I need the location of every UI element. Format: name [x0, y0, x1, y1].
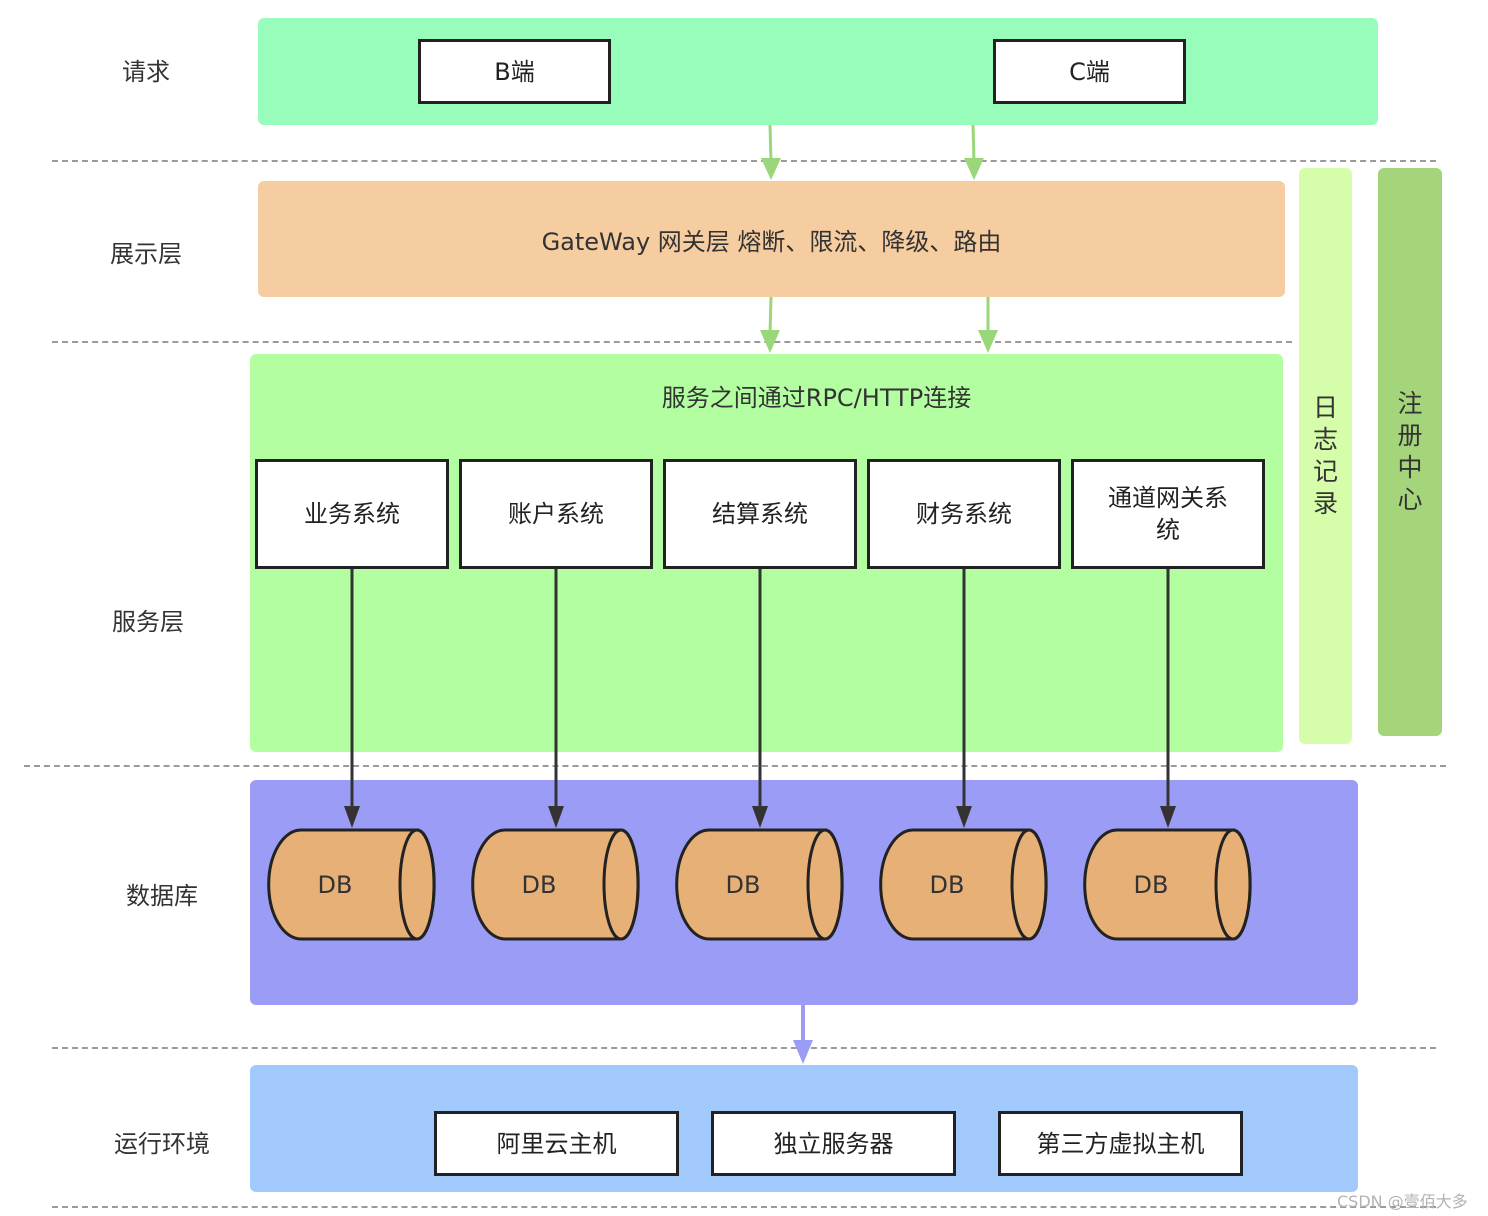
db-label-5: DB [1134, 871, 1169, 899]
db-cylinder-3[interactable]: DB [675, 828, 844, 941]
layer-label-request: 请求 [122, 58, 170, 86]
registry-char: 册 [1397, 421, 1423, 450]
arrow-database-to-runtime [793, 1005, 813, 1064]
log-char: 录 [1312, 489, 1338, 518]
arrow-service-to-db-5 [1160, 569, 1176, 828]
runtime-third-party-vm[interactable]: 第三方虚拟主机 [998, 1111, 1243, 1176]
separator-2 [52, 341, 1292, 343]
log-char: 志 [1312, 425, 1338, 454]
log-char: 日 [1312, 393, 1338, 422]
arrow-request-to-gateway-2 [964, 124, 984, 180]
db-cylinder-1[interactable]: DB [267, 828, 436, 941]
arrow-gateway-to-service-2 [978, 297, 998, 353]
log-panel[interactable]: 日 志 记 录 [1299, 168, 1352, 744]
watermark: CSDN @壹佰大多 [1337, 1192, 1468, 1211]
layer-label-database: 数据库 [126, 882, 198, 910]
separator-3 [24, 765, 1446, 767]
service-finance[interactable]: 财务系统 [867, 459, 1061, 569]
arrow-service-to-db-3 [752, 569, 768, 828]
arrow-request-to-gateway-1 [761, 124, 781, 180]
b-end-box[interactable]: B端 [418, 39, 611, 104]
db-cylinder-2[interactable]: DB [471, 828, 640, 941]
registry-char: 注 [1397, 389, 1423, 418]
registry-char: 中 [1397, 453, 1423, 482]
db-cylinder-4[interactable]: DB [879, 828, 1048, 941]
db-label-1: DB [318, 871, 353, 899]
arrow-service-to-db-1 [344, 569, 360, 828]
db-label-2: DB [522, 871, 557, 899]
service-settlement[interactable]: 结算系统 [663, 459, 857, 569]
separator-5 [52, 1206, 1436, 1208]
service-channel-gateway[interactable]: 通道网关系统 [1071, 459, 1265, 569]
service-business[interactable]: 业务系统 [255, 459, 449, 569]
arrow-service-to-db-4 [956, 569, 972, 828]
arrow-service-to-db-2 [548, 569, 564, 828]
arrow-gateway-to-service-1 [760, 296, 780, 353]
runtime-aliyun[interactable]: 阿里云主机 [434, 1111, 679, 1176]
registry-char: 心 [1397, 485, 1423, 514]
registry-panel[interactable]: 注 册 中 心 [1378, 168, 1442, 736]
db-cylinder-5[interactable]: DB [1083, 828, 1252, 941]
gateway-panel[interactable] [258, 181, 1285, 297]
gateway-label: GateWay 网关层 熔断、限流、降级、路由 [541, 228, 1002, 256]
service-header: 服务之间通过RPC/HTTP连接 [661, 384, 972, 412]
log-char: 记 [1312, 457, 1338, 486]
runtime-dedicated-server[interactable]: 独立服务器 [711, 1111, 956, 1176]
c-end-box[interactable]: C端 [993, 39, 1186, 104]
db-label-3: DB [726, 871, 761, 899]
layer-label-presentation: 展示层 [110, 240, 182, 268]
separator-4 [52, 1047, 1436, 1049]
service-account[interactable]: 账户系统 [459, 459, 653, 569]
layer-label-runtime: 运行环境 [114, 1130, 210, 1158]
db-label-4: DB [930, 871, 965, 899]
separator-1 [52, 160, 1436, 162]
layer-label-service: 服务层 [112, 608, 184, 636]
